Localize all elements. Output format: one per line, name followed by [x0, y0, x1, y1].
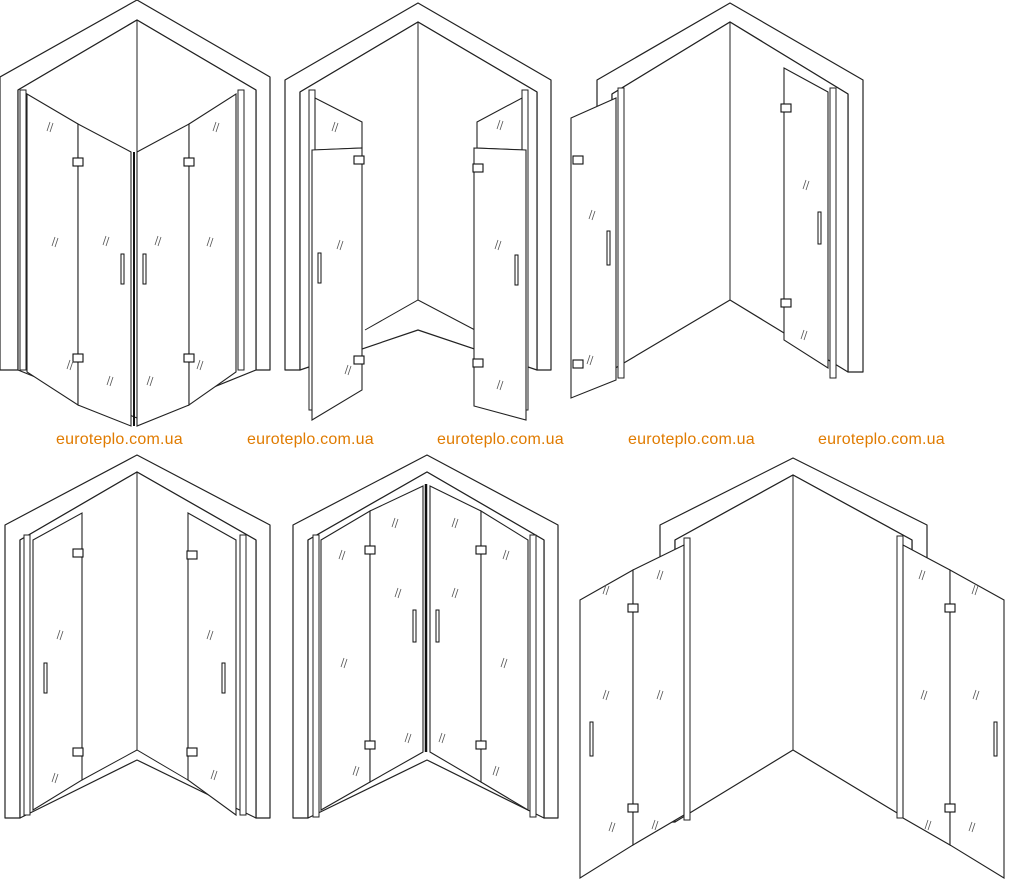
drawing-corner-bifold-closed	[292, 454, 559, 819]
drawing-corner-bifold-four	[0, 0, 271, 427]
watermark-2: euroteplo.com.ua	[247, 431, 374, 448]
drawing-niche-doors-open	[570, 2, 864, 399]
watermark-3: euroteplo.com.ua	[437, 431, 564, 448]
drawing-niche-bifold-doors	[579, 457, 1005, 879]
watermark-1: euroteplo.com.ua	[56, 431, 183, 448]
drawing-corner-transom-doors	[284, 2, 552, 421]
drawing-corner-two-doors	[4, 454, 271, 819]
watermark-4: euroteplo.com.ua	[628, 431, 755, 448]
watermark-5: euroteplo.com.ua	[818, 431, 945, 448]
